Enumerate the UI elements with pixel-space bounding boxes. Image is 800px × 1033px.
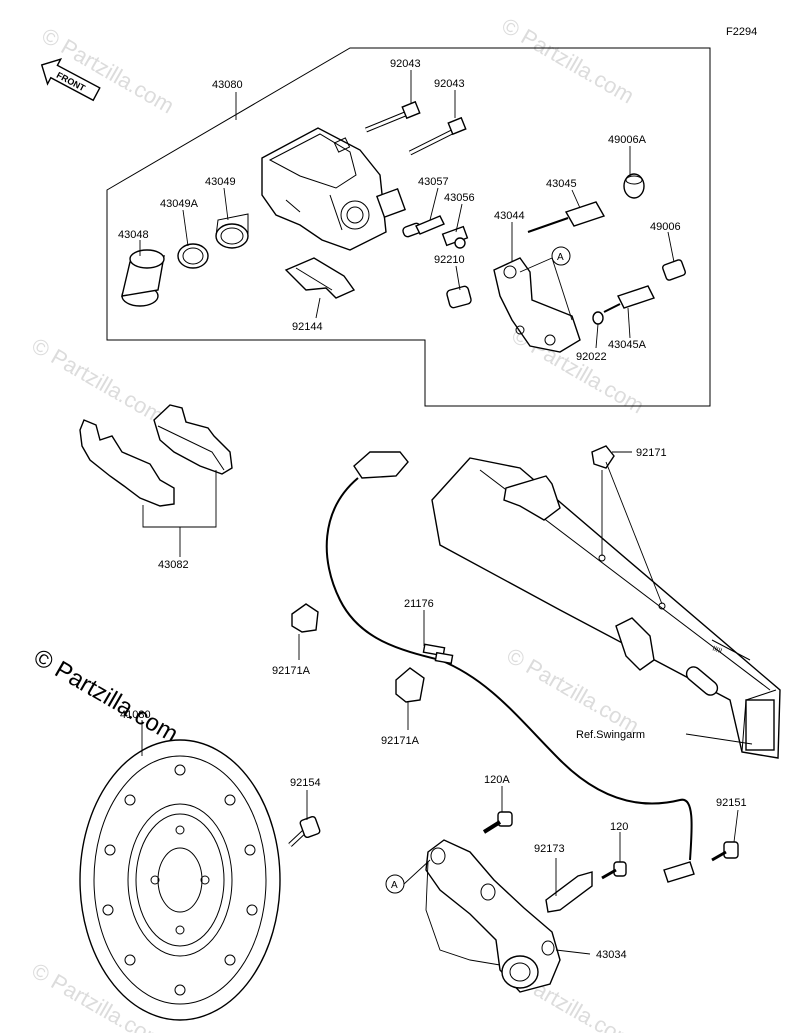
brake-disc-41080: [79, 739, 281, 1021]
leader-lines: [139, 70, 753, 966]
pin-bolt-92043-b: [408, 116, 467, 156]
label-92173: 92173: [534, 843, 565, 855]
label-92043-a: 92043: [390, 58, 421, 70]
label-43034: 43034: [596, 949, 627, 961]
label-43082: 43082: [158, 559, 189, 571]
watermark-text: © Partzilla.com: [498, 13, 639, 109]
callout-a-upper: A: [519, 246, 573, 321]
label-43044: 43044: [494, 210, 525, 222]
bleeder-cap-43057: [402, 215, 445, 238]
label-43057: 43057: [418, 176, 449, 188]
label-49006A: 49006A: [608, 134, 647, 146]
slide-pin-43045: [527, 201, 606, 233]
label-92171A-b: 92171A: [381, 735, 420, 747]
clamp-92173: [545, 871, 593, 913]
label-21176: 21176: [404, 598, 434, 610]
seal-43049: [215, 213, 249, 249]
seal-43049A: [177, 243, 209, 269]
swingarm-marking: IIIII: [711, 645, 723, 655]
bolt-120: [601, 861, 627, 880]
bolt-92151: [711, 841, 739, 862]
clip-92022: [592, 311, 604, 325]
callout-a-label: A: [391, 880, 398, 891]
label-92144: 92144: [292, 321, 323, 333]
label-92022: 92022: [576, 351, 607, 363]
label-49006: 49006: [650, 221, 681, 233]
label-92171A-a: 92171A: [272, 665, 311, 677]
label-120: 120: [610, 821, 628, 833]
label-92171: 92171: [636, 447, 667, 459]
label-92043-b: 92043: [434, 78, 465, 90]
figure-id: F2294: [726, 26, 757, 38]
callout-a-label: A: [557, 252, 564, 263]
slide-pin-43045A: [603, 285, 655, 313]
watermark-text: © Partzilla.com: [503, 643, 644, 739]
bolt-92154: [288, 815, 321, 847]
pad-spring-92144: [284, 257, 356, 299]
boot-92210: [446, 285, 472, 309]
watermark-text: © Partzilla.com: [28, 333, 169, 429]
label-120A: 120A: [484, 774, 510, 786]
caliper-bracket-43044: [493, 257, 581, 353]
caliper-holder-43034: [425, 839, 561, 993]
swingarm-ref: IIIII: [431, 457, 781, 759]
caliper-assembly-box: [106, 47, 711, 407]
piston-43048: [121, 249, 165, 307]
label-43056: 43056: [444, 192, 475, 204]
boot-49006A: [623, 173, 645, 199]
bolt-120A: [482, 811, 513, 834]
boot-49006: [662, 259, 686, 281]
label-43045: 43045: [546, 178, 577, 190]
bleeder-valve-43056: [441, 225, 469, 249]
watermark-main: © Partzilla.com: [29, 644, 183, 748]
label-43080: 43080: [212, 79, 243, 91]
label-ref-swingarm: Ref.Swingarm: [576, 729, 645, 741]
label-41080: 41080: [120, 709, 151, 721]
callout-a-lower: A: [385, 859, 431, 894]
pin-bolt-92043-a: [365, 100, 421, 133]
label-43045A: 43045A: [608, 339, 647, 351]
caliper-body: [261, 127, 406, 251]
label-92151: 92151: [716, 797, 747, 809]
plug-92171: [591, 445, 663, 605]
label-43049: 43049: [205, 176, 236, 188]
label-43049A: 43049A: [160, 198, 199, 210]
abs-sensor-cable-21176: [325, 451, 695, 883]
clamp-92171A-left: [291, 603, 319, 633]
label-92154: 92154: [290, 777, 321, 789]
label-92210: 92210: [434, 254, 465, 266]
clamp-92171A-right: [395, 667, 425, 703]
label-43048: 43048: [118, 229, 149, 241]
brake-pads-43082: [79, 404, 233, 507]
part-labels: 43080 92043 92043 49006A 43049 43049A 43…: [118, 58, 747, 961]
